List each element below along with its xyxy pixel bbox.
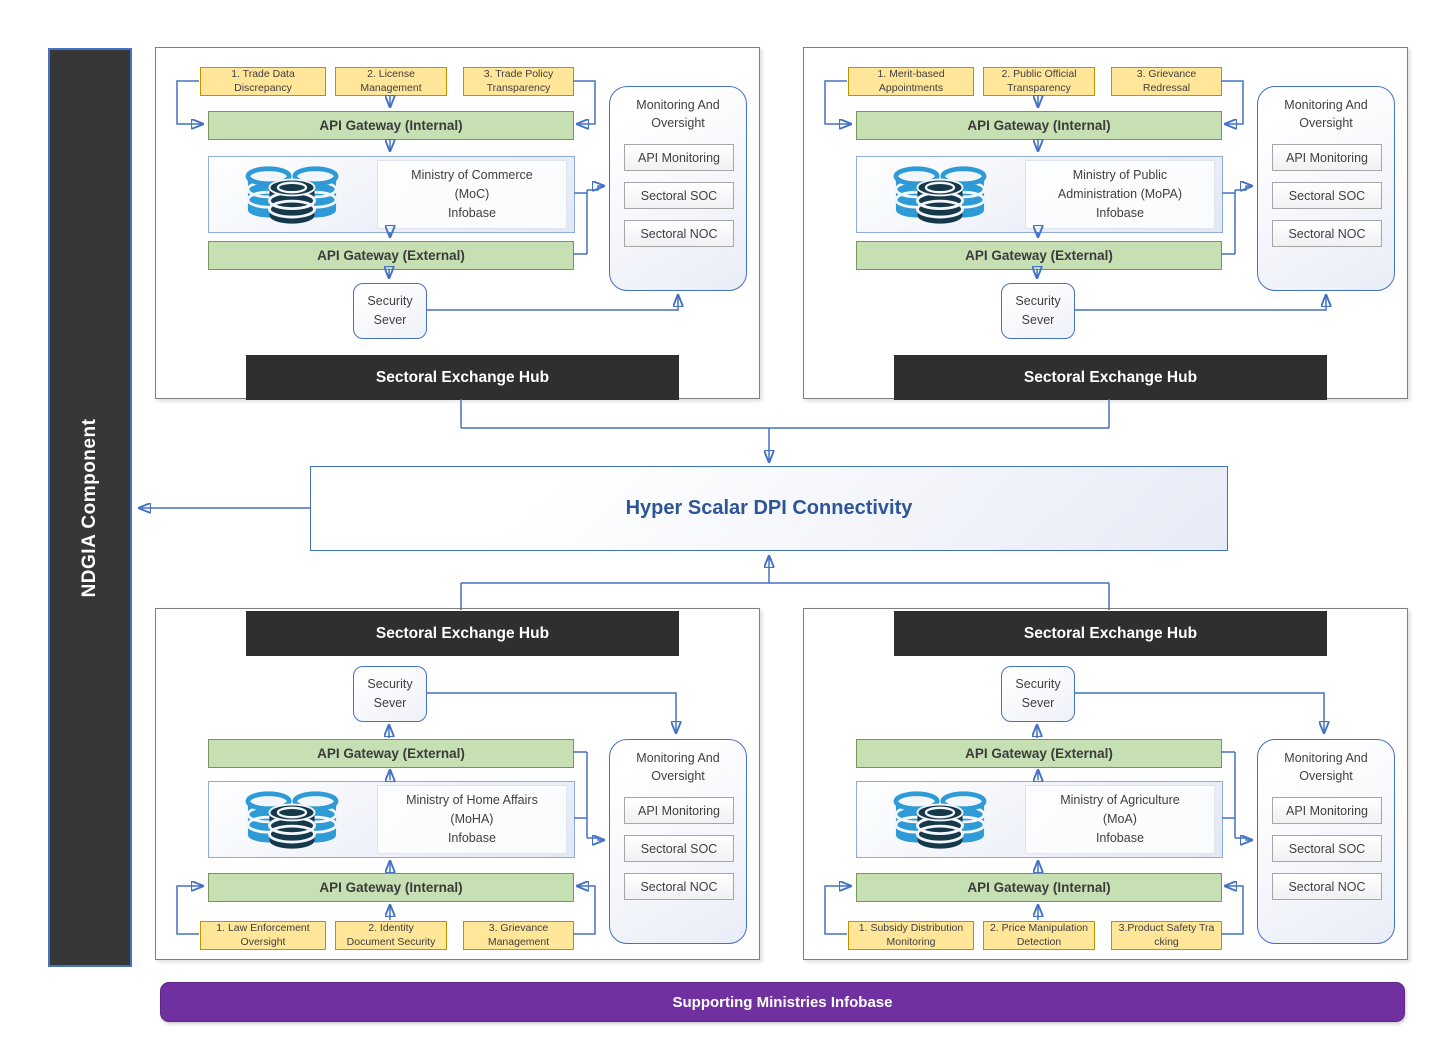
service-box-trade-data-discrepancy: 1. Trade Data Discrepancy (200, 67, 326, 96)
api-gateway-internal: API Gateway (Internal) (208, 873, 574, 902)
quadrant-moha: Sectoral Exchange Hub Security Sever API… (155, 608, 760, 960)
infobase-moc: Ministry of Commerce (MoC) Infobase (208, 156, 575, 233)
service-label: Management (487, 935, 550, 948)
service-label: cking (1154, 935, 1179, 948)
service-label: Redressal (1142, 81, 1191, 94)
service-label: 3. Trade Policy (483, 67, 554, 80)
service-box-public-official-transparency: 2. Public Official Transparency (983, 67, 1095, 96)
monitoring-oversight-panel: Monitoring And Oversight API Monitoring … (609, 739, 747, 944)
ndgia-component-bar: NDGIA Component (48, 48, 132, 967)
infobase-label: Ministry of Home Affairs (MoHA) Infobase (376, 785, 567, 854)
service-box-price-manipulation-detection: 2. Price Manipulation Detection (983, 921, 1095, 950)
infobase-mopa: Ministry of Public Administration (MoPA)… (856, 156, 1223, 233)
monitoring-item-sectoral-noc: Sectoral NOC (624, 220, 734, 247)
monitoring-item-api-monitoring: API Monitoring (1272, 144, 1382, 171)
service-label: 2. Price Manipulation (989, 921, 1089, 934)
infobase-moha: Ministry of Home Affairs (MoHA) Infobase (208, 781, 575, 858)
monitoring-oversight-panel: Monitoring And Oversight API Monitoring … (1257, 86, 1395, 291)
sectoral-exchange-hub-bar: Sectoral Exchange Hub (246, 355, 679, 400)
service-label: Monitoring (886, 935, 936, 948)
api-gateway-internal: API Gateway (Internal) (208, 111, 574, 140)
sectoral-exchange-hub-bar: Sectoral Exchange Hub (246, 611, 679, 656)
api-gateway-external: API Gateway (External) (208, 241, 574, 270)
service-label: Management (360, 81, 422, 94)
database-icon (885, 790, 995, 850)
service-label: Discrepancy (234, 81, 292, 94)
api-gateway-external: API Gateway (External) (856, 739, 1222, 768)
service-label: 2. License (367, 67, 415, 80)
monitoring-item-sectoral-soc: Sectoral SOC (1272, 835, 1382, 862)
service-box-merit-based-appointments: 1. Merit-based Appointments (848, 67, 974, 96)
api-gateway-external: API Gateway (External) (856, 241, 1222, 270)
database-icon (885, 165, 995, 225)
monitoring-item-api-monitoring: API Monitoring (624, 797, 734, 824)
ndgia-component-label: NDGIA Component (79, 418, 100, 597)
monitoring-title: Monitoring And Oversight (1284, 98, 1368, 130)
security-server-box: Security Sever (353, 283, 427, 339)
monitoring-item-sectoral-noc: Sectoral NOC (624, 873, 734, 900)
security-server-box: Security Sever (1001, 283, 1075, 339)
sectoral-exchange-hub-bar: Sectoral Exchange Hub (894, 611, 1327, 656)
service-label: 3. Grievance (488, 921, 549, 934)
monitoring-title: Monitoring And Oversight (636, 98, 720, 130)
monitoring-item-sectoral-soc: Sectoral SOC (624, 835, 734, 862)
service-label: 3.Product Safety Tra (1118, 921, 1215, 934)
service-label: 1. Trade Data (231, 67, 295, 80)
service-label: 3. Grievance (1136, 67, 1197, 80)
api-gateway-internal: API Gateway (Internal) (856, 873, 1222, 902)
service-box-subsidy-distribution-monitoring: 1. Subsidy Distribution Monitoring (848, 921, 974, 950)
database-icon (237, 165, 347, 225)
security-server-box: Security Sever (1001, 666, 1075, 722)
monitoring-item-api-monitoring: API Monitoring (624, 144, 734, 171)
service-box-grievance-management: 3. Grievance Management (463, 921, 574, 950)
service-box-identity-document-security: 2. Identity Document Security (335, 921, 447, 950)
monitoring-title: Monitoring And Oversight (1284, 751, 1368, 783)
quadrant-mopa: 1. Merit-based Appointments 2. Public Of… (803, 47, 1408, 400)
service-label: Document Security (346, 935, 436, 948)
service-box-trade-policy-transparency: 3. Trade Policy Transparency (463, 67, 574, 96)
database-icon (237, 790, 347, 850)
service-label: Oversight (240, 935, 286, 948)
monitoring-item-sectoral-noc: Sectoral NOC (1272, 873, 1382, 900)
service-label: 1. Subsidy Distribution (858, 921, 964, 934)
infobase-label: Ministry of Public Administration (MoPA)… (1024, 160, 1215, 229)
api-gateway-external: API Gateway (External) (208, 739, 574, 768)
infobase-label: Ministry of Agriculture (MoA) Infobase (1024, 785, 1215, 854)
monitoring-item-sectoral-noc: Sectoral NOC (1272, 220, 1382, 247)
api-gateway-internal: API Gateway (Internal) (856, 111, 1222, 140)
service-box-product-safety-tracking: 3.Product Safety Tra cking (1111, 921, 1222, 950)
quadrant-moa: Sectoral Exchange Hub Security Sever API… (803, 608, 1408, 960)
service-label: Appointments (878, 81, 944, 94)
infobase-label: Ministry of Commerce (MoC) Infobase (376, 160, 567, 229)
quadrant-moc: 1. Trade Data Discrepancy 2. License Man… (155, 47, 760, 400)
hyper-scalar-dpi-connectivity-box: Hyper Scalar DPI Connectivity (310, 466, 1228, 551)
security-server-box: Security Sever (353, 666, 427, 722)
service-box-law-enforcement-oversight: 1. Law Enforcement Oversight (200, 921, 326, 950)
monitoring-item-sectoral-soc: Sectoral SOC (624, 182, 734, 209)
supporting-ministries-infobase-bar: Supporting Ministries Infobase (160, 982, 1405, 1022)
monitoring-item-sectoral-soc: Sectoral SOC (1272, 182, 1382, 209)
infobase-moa: Ministry of Agriculture (MoA) Infobase (856, 781, 1223, 858)
service-box-grievance-redressal: 3. Grievance Redressal (1111, 67, 1222, 96)
monitoring-title: Monitoring And Oversight (636, 751, 720, 783)
service-box-license-management: 2. License Management (335, 67, 447, 96)
sectoral-exchange-hub-bar: Sectoral Exchange Hub (894, 355, 1327, 400)
service-label: 1. Law Enforcement (216, 921, 310, 934)
monitoring-oversight-panel: Monitoring And Oversight API Monitoring … (1257, 739, 1395, 944)
service-label: 2. Public Official (1001, 67, 1077, 80)
service-label: 2. Identity (368, 921, 414, 934)
service-label: 1. Merit-based (877, 67, 945, 80)
service-label: Transparency (1007, 81, 1071, 94)
monitoring-oversight-panel: Monitoring And Oversight API Monitoring … (609, 86, 747, 291)
service-label: Detection (1016, 935, 1062, 948)
service-label: Transparency (486, 81, 551, 94)
monitoring-item-api-monitoring: API Monitoring (1272, 797, 1382, 824)
